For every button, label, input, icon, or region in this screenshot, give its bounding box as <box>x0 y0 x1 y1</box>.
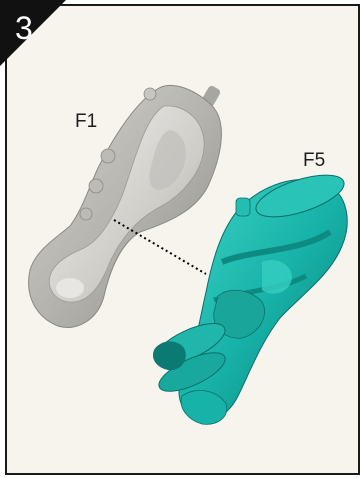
connector-line <box>114 220 206 274</box>
label-f5: F5 <box>303 150 325 172</box>
step-badge <box>0 0 66 66</box>
part-f1-mold <box>29 84 222 327</box>
step-number: 3 <box>15 10 33 46</box>
label-f1: F1 <box>75 111 97 133</box>
